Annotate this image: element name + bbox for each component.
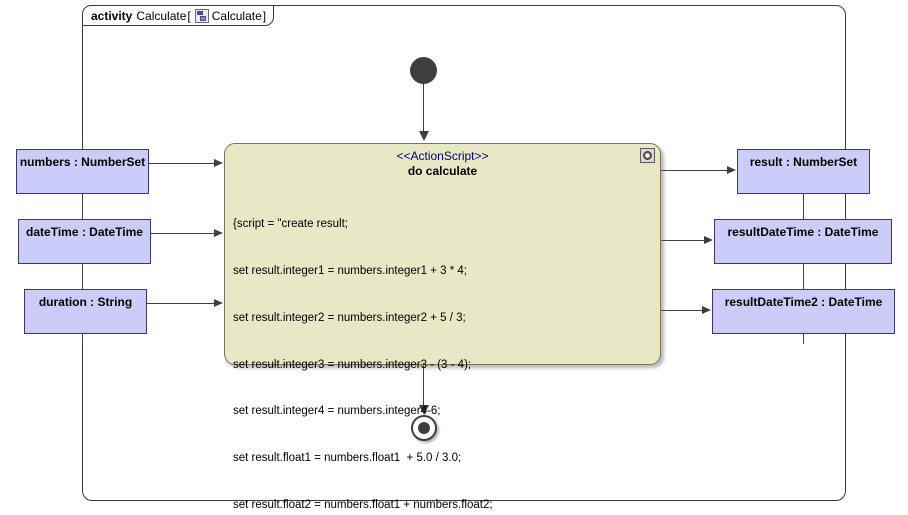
arrowhead-action-to-final: [419, 405, 429, 415]
gear-icon[interactable]: [640, 148, 655, 163]
frame-inner-name: Calculate: [211, 8, 262, 23]
script-line: set result.integer4 = numbers.integer4-6…: [233, 405, 441, 418]
output-pin-result[interactable]: result : NumberSet: [737, 149, 870, 194]
arrowhead-initial-to-action: [419, 131, 429, 141]
pin-spine-right-1: [803, 194, 804, 220]
action-title: do calculate: [407, 164, 478, 178]
arrowhead-result: [727, 166, 736, 174]
pin-spine-right-bottom: [803, 334, 804, 344]
pin-spine-left-top: [82, 140, 83, 150]
pin-spine-left-2: [82, 264, 83, 290]
script-line: set result.integer3 = numbers.integer3 -…: [233, 358, 472, 371]
action-node-do-calculate[interactable]: <<ActionScript>> do calculate {script = …: [224, 143, 661, 511]
arrowhead-datetime: [214, 229, 223, 237]
initial-node[interactable]: [410, 57, 437, 84]
arrowhead-resultdatetime: [704, 236, 713, 244]
output-pin-resultdatetime2[interactable]: resultDateTime2 : DateTime: [712, 289, 895, 334]
action-script-body: {script = "create result; set result.int…: [225, 186, 660, 515]
input-pin-duration[interactable]: duration : String: [24, 289, 147, 334]
activity-diagram-icon: [194, 8, 209, 23]
frame-name: Calculate: [136, 8, 187, 23]
input-pin-datetime[interactable]: dateTime : DateTime: [18, 219, 151, 264]
flow-action-to-final: [423, 365, 424, 407]
output-pin-resultdatetime[interactable]: resultDateTime : DateTime: [714, 219, 892, 264]
pin-spine-left-1: [82, 194, 83, 220]
script-line: set result.float2 = numbers.float1 + num…: [233, 498, 493, 511]
script-line: set result.integer1 = numbers.integer1 +…: [233, 264, 467, 277]
pin-spine-left-bottom: [82, 334, 83, 344]
input-pin-numbers[interactable]: numbers : NumberSet: [16, 149, 149, 194]
edge-duration-to-action: [147, 303, 216, 304]
frame-bracket-close: ]: [262, 8, 267, 23]
arrowhead-duration: [214, 299, 223, 307]
edge-datetime-to-action: [151, 233, 216, 234]
edge-action-to-resultdatetime2: [661, 310, 705, 311]
edge-numbers-to-action: [149, 163, 216, 164]
frame-bracket-open: [: [187, 8, 191, 23]
flow-initial-to-action: [423, 84, 424, 132]
pin-spine-right-2: [803, 264, 804, 290]
arrowhead-resultdatetime2: [702, 306, 711, 314]
activity-frame-label: activity Calculate [ Calculate ]: [82, 5, 275, 26]
final-node[interactable]: [411, 415, 437, 441]
arrowhead-numbers: [214, 159, 223, 167]
edge-action-to-result: [661, 170, 729, 171]
action-stereotype: <<ActionScript>>: [396, 149, 489, 163]
edge-action-to-resultdatetime: [661, 240, 707, 241]
script-line: {script = "create result;: [233, 218, 348, 231]
script-line: set result.float1 = numbers.float1 + 5.0…: [233, 452, 462, 465]
script-line: set result.integer2 = numbers.integer2 +…: [233, 311, 466, 324]
frame-keyword: activity: [91, 8, 133, 23]
